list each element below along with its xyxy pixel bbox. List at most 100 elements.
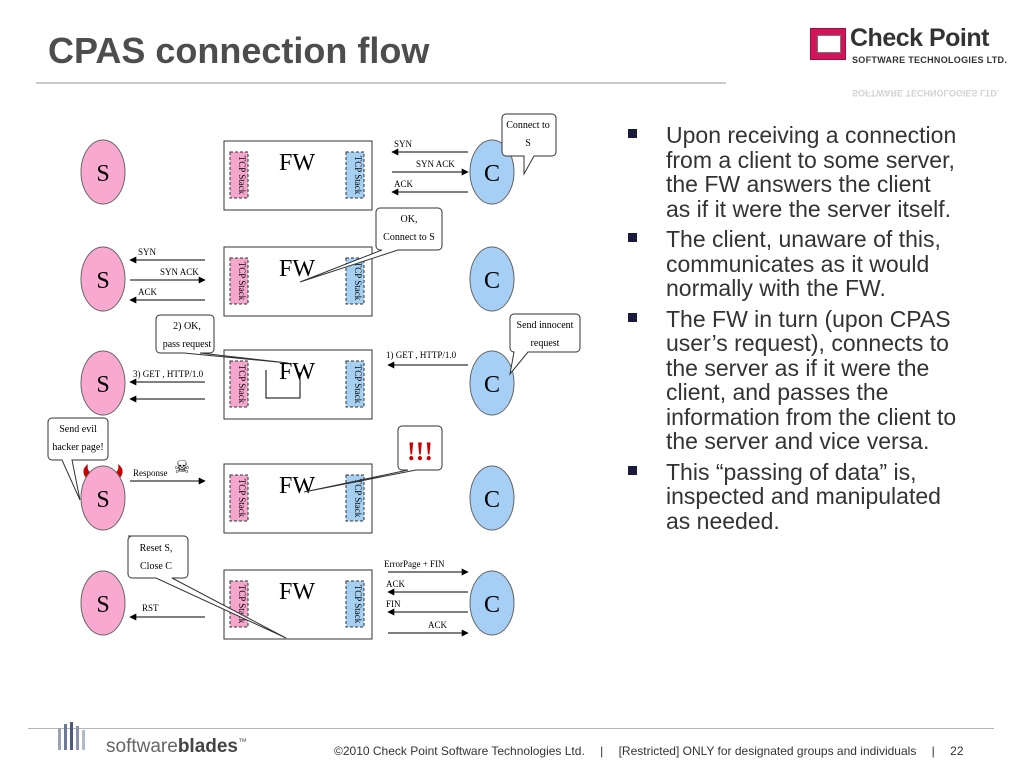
arrow-label-syn: SYN bbox=[138, 247, 157, 257]
firewall-label: FW bbox=[279, 150, 315, 176]
client-node bbox=[469, 246, 515, 312]
tcp-stack-server-side bbox=[229, 474, 249, 522]
tcp-stack-server-side bbox=[229, 360, 249, 408]
bullet-text: This “passing of data” is, inspected and… bbox=[666, 458, 941, 534]
server-node bbox=[80, 350, 126, 416]
tcp-stack-server-side bbox=[229, 257, 249, 305]
check-point-emblem-icon bbox=[810, 28, 846, 60]
tcp-stack-label: TCP Stack bbox=[237, 479, 247, 518]
client-label: C bbox=[484, 372, 500, 398]
client-node bbox=[469, 350, 515, 416]
bullet-text: The client, unaware of this, communicate… bbox=[666, 226, 941, 301]
arrow-label-ack: ACK bbox=[138, 287, 158, 297]
software-blades-logo: softwareblades™ bbox=[54, 718, 254, 762]
arrow-label-syn: SYN bbox=[394, 139, 413, 149]
software-blades-wordmark: softwareblades™ bbox=[106, 736, 248, 757]
firewall-label: FW bbox=[279, 579, 315, 605]
firewall-label: FW bbox=[279, 473, 315, 499]
title-divider bbox=[36, 82, 726, 84]
bullet-item: This “passing of data” is, inspected and… bbox=[628, 458, 958, 534]
callout-text: OK,Connect to S bbox=[383, 214, 435, 243]
callout-warning bbox=[303, 425, 443, 493]
server-node bbox=[80, 246, 126, 312]
bullet-text: The FW in turn (upon CPAS user’s request… bbox=[666, 305, 957, 454]
logo-name: Check Point bbox=[850, 24, 989, 52]
tcp-stack-label: TCP Stack bbox=[237, 156, 247, 195]
arrow-label-get-client: 1) GET , HTTP/1.0 bbox=[386, 350, 457, 360]
tcp-stack-client-side bbox=[345, 151, 365, 199]
tcp-stack-label: TCP Stack bbox=[353, 365, 363, 404]
tcp-stack-label: TCP Stack bbox=[237, 585, 247, 624]
arrow-label-response: Response bbox=[133, 468, 168, 478]
flow-row-2: S FW TCP Stack TCP Stack C SYN SYN ACK A… bbox=[80, 207, 515, 317]
flow-row-5: S FW TCP Stack TCP Stack C RST ErrorPage… bbox=[80, 535, 515, 640]
bullet-marker-icon bbox=[628, 233, 637, 242]
footer-text: ©2010 Check Point Software Technologies … bbox=[328, 744, 970, 758]
callout-text: 2) OK,pass request bbox=[163, 321, 212, 350]
flow-row-4: S FW TCP Stack TCP Stack C Response ☠ Se… bbox=[47, 417, 515, 534]
client-label: C bbox=[484, 592, 500, 618]
slide-title: CPAS connection flow bbox=[48, 30, 430, 71]
connection-flow-diagram: S FW TCP Stack TCP Stack C SYN SYN ACK A… bbox=[47, 113, 581, 640]
server-label: S bbox=[96, 161, 109, 187]
firewall-label: FW bbox=[279, 359, 315, 385]
arrow-label-ack-1: ACK bbox=[386, 579, 406, 589]
callout-send-innocent bbox=[509, 313, 581, 376]
blades-bars-icon bbox=[58, 722, 85, 750]
client-label: C bbox=[484, 161, 500, 187]
arrow-label-fin: FIN bbox=[386, 599, 401, 609]
callout-pass-request bbox=[155, 314, 289, 364]
bullet-text: Upon receiving a connection from a clien… bbox=[666, 122, 957, 222]
bullet-marker-icon bbox=[628, 129, 637, 138]
tcp-stack-label: TCP Stack bbox=[353, 156, 363, 195]
arrow-label-syn-ack: SYN ACK bbox=[416, 159, 455, 169]
warning-marks: !!! bbox=[407, 437, 433, 466]
bullet-list: Upon receiving a connection from a clien… bbox=[628, 123, 958, 539]
footer-copyright: ©2010 Check Point Software Technologies … bbox=[334, 744, 585, 758]
client-label: C bbox=[484, 268, 500, 294]
arrow-label-error-fin: ErrorPage + FIN bbox=[384, 559, 445, 569]
arrow-label-rst: RST bbox=[142, 603, 159, 613]
tcp-stack-client-side bbox=[345, 360, 365, 408]
arrow-label-ack: ACK bbox=[394, 179, 414, 189]
tcp-stack-label: TCP Stack bbox=[237, 365, 247, 404]
bullet-marker-icon bbox=[628, 465, 637, 475]
server-label: S bbox=[96, 487, 109, 513]
tcp-stack-label: TCP Stack bbox=[353, 585, 363, 624]
logo-reflection: SOFTWARE TECHNOLOGIES LTD. bbox=[850, 68, 1006, 98]
tcp-stack-client-side bbox=[345, 474, 365, 522]
server-node bbox=[80, 139, 126, 205]
arrow-label-syn-ack: SYN ACK bbox=[160, 267, 199, 277]
footer-separator: | bbox=[600, 744, 604, 758]
client-label: C bbox=[484, 487, 500, 513]
tcp-stack-label: TCP Stack bbox=[353, 479, 363, 518]
tcp-stack-client-side bbox=[345, 257, 365, 305]
server-label: S bbox=[96, 592, 109, 618]
logo-subtitle-reflection: SOFTWARE TECHNOLOGIES LTD. bbox=[852, 88, 1000, 98]
server-label: S bbox=[96, 268, 109, 294]
client-node bbox=[469, 139, 515, 205]
tcp-stack-label: TCP Stack bbox=[237, 262, 247, 301]
server-label: S bbox=[96, 372, 109, 398]
flow-row-3: S FW TCP Stack TCP Stack C 1) GET , HTTP… bbox=[80, 313, 581, 420]
callout-connect-to-s bbox=[501, 113, 557, 176]
bullet-item: The FW in turn (upon CPAS user’s request… bbox=[628, 305, 958, 454]
bullet-marker-icon bbox=[628, 312, 637, 322]
tcp-stack-label: TCP Stack bbox=[353, 262, 363, 301]
page-number: 22 bbox=[950, 744, 964, 758]
firewall-label: FW bbox=[279, 256, 315, 282]
internal-forward-line bbox=[265, 370, 301, 399]
footer-divider bbox=[28, 728, 994, 729]
skull-crossbones-icon: ☠ bbox=[174, 457, 190, 477]
arrow-label-ack-2: ACK bbox=[428, 620, 448, 630]
logo-subtitle: SOFTWARE TECHNOLOGIES LTD. bbox=[852, 55, 1008, 65]
footer-separator: | bbox=[931, 744, 935, 758]
callout-evil-page bbox=[47, 417, 109, 501]
tcp-stack-server-side bbox=[229, 151, 249, 199]
client-node bbox=[469, 465, 515, 531]
callout-reset bbox=[127, 535, 287, 639]
server-node bbox=[80, 465, 126, 531]
